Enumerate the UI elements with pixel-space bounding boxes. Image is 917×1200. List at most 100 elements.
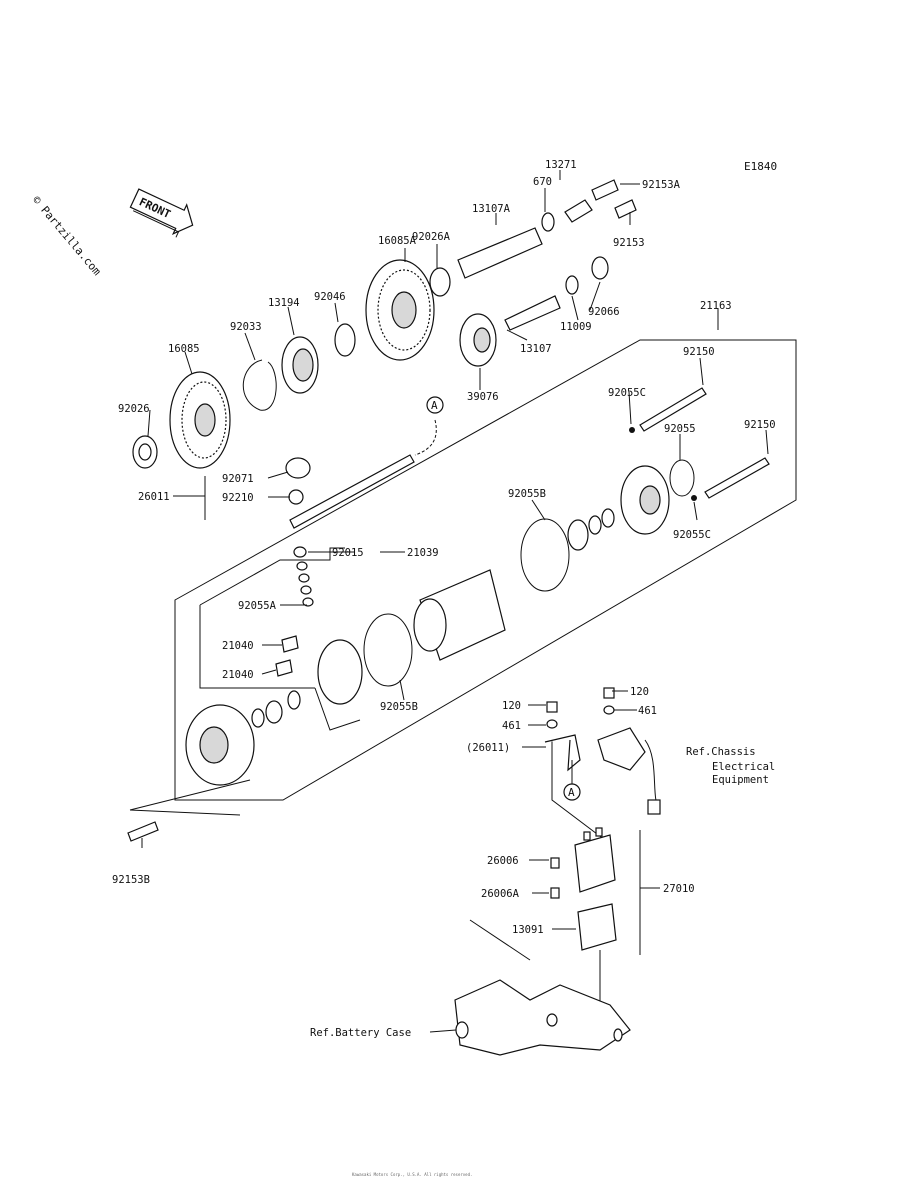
- relay-cover-13091: [577, 903, 617, 951]
- callout-39076[interactable]: 39076: [467, 391, 499, 403]
- callout-92071[interactable]: 92071: [222, 473, 254, 485]
- bearing-13194: [281, 336, 319, 394]
- gear-39076: [459, 313, 497, 367]
- callout-120-left[interactable]: 120: [502, 700, 521, 712]
- callout-26006[interactable]: 26006: [487, 855, 519, 867]
- callout-27010[interactable]: 27010: [663, 883, 695, 895]
- callout-120-right[interactable]: 120: [630, 686, 649, 698]
- starter-assembly-outline: [174, 339, 797, 801]
- shaft-13107: [504, 295, 561, 331]
- washers-end: [251, 690, 301, 728]
- front-arrow-icon: FRONT: [129, 188, 194, 238]
- ref-chassis-line1[interactable]: Ref.Chassis: [686, 746, 756, 758]
- callout-92153B[interactable]: 92153B: [112, 874, 150, 886]
- callout-21039[interactable]: 21039: [407, 547, 439, 559]
- callout-21040-lower[interactable]: 21040: [222, 669, 254, 681]
- starter-to-bolt-line: [129, 779, 251, 816]
- circlip-92033: [242, 359, 277, 411]
- brushes-21040: [275, 635, 299, 677]
- marker-a-bottom-label: A: [568, 786, 575, 799]
- watermark-text: © Partzilla.com: [30, 194, 104, 279]
- marker-a-top: [426, 396, 444, 414]
- callout-670[interactable]: 670: [533, 176, 552, 188]
- armature: [413, 569, 506, 661]
- callout-13194[interactable]: 13194: [268, 297, 300, 309]
- washers-92015: [293, 546, 314, 607]
- callout-92150-lower[interactable]: 92150: [744, 419, 776, 431]
- callout-92015[interactable]: 92015: [332, 547, 364, 559]
- callout-13091[interactable]: 13091: [512, 924, 544, 936]
- marker-a-top-label: A: [431, 399, 438, 412]
- electrical-box: [597, 727, 661, 815]
- gear-16085A: [365, 259, 435, 361]
- callout-92150-upper[interactable]: 92150: [683, 346, 715, 358]
- oring-92055B-lower: [363, 613, 413, 687]
- washer-92026A: [429, 267, 451, 297]
- callout-21040-upper[interactable]: 21040: [222, 640, 254, 652]
- diagram-code: E1840: [744, 160, 777, 173]
- ref-chassis-line2[interactable]: Electrical: [712, 761, 775, 773]
- callout-92210[interactable]: 92210: [222, 492, 254, 504]
- nut-92210: [288, 489, 304, 505]
- callout-13107[interactable]: 13107: [520, 343, 552, 355]
- callout-92055A[interactable]: 92055A: [238, 600, 277, 612]
- bolt-92150-upper: [639, 387, 707, 432]
- starter-relay-27010: [574, 827, 616, 893]
- fuse-26006A: [550, 887, 560, 899]
- callout-13271[interactable]: 13271: [545, 159, 577, 171]
- callout-92026A[interactable]: 92026A: [412, 231, 451, 243]
- callout-26011[interactable]: 26011: [138, 491, 170, 503]
- footer-copyright: Kawasaki Motors Corp., U.S.A. All rights…: [352, 1172, 472, 1177]
- bolt-92153B: [127, 821, 159, 842]
- callout-92055C-bottom[interactable]: 92055C: [673, 529, 711, 541]
- callout-461-right[interactable]: 461: [638, 705, 657, 717]
- shaft-13107A: [457, 227, 543, 279]
- plate-13271: [564, 199, 593, 223]
- callout-26006A[interactable]: 26006A: [481, 888, 520, 900]
- oring-92055C-top: [629, 427, 635, 433]
- ref-chassis-line3[interactable]: Equipment: [712, 774, 769, 786]
- callout-16085A[interactable]: 16085A: [378, 235, 417, 247]
- callout-461-left[interactable]: 461: [502, 720, 521, 732]
- oring-92055C-bottom: [691, 495, 697, 501]
- callout-26011-ref[interactable]: (26011): [466, 742, 510, 754]
- armature-shaft-26011: [289, 454, 415, 529]
- callout-92066[interactable]: 92066: [588, 306, 620, 318]
- bolt-92150-lower: [704, 457, 770, 499]
- callout-92026[interactable]: 92026: [118, 403, 150, 415]
- callout-92046[interactable]: 92046: [314, 291, 346, 303]
- callout-92055B-top[interactable]: 92055B: [508, 488, 546, 500]
- callout-92055[interactable]: 92055: [664, 423, 696, 435]
- oring-670: [541, 212, 555, 232]
- washer-11009: [565, 275, 579, 295]
- callout-92153[interactable]: 92153: [613, 237, 645, 249]
- callout-92055C-top[interactable]: 92055C: [608, 387, 646, 399]
- callout-92153A[interactable]: 92153A: [642, 179, 681, 191]
- callout-92033[interactable]: 92033: [230, 321, 262, 333]
- needle-bearing-92046: [334, 323, 356, 357]
- marker-a-bottom: [563, 783, 581, 801]
- bearing-seal: [567, 508, 615, 551]
- washer-92026: [132, 435, 158, 469]
- bolt-120-right: [603, 687, 615, 699]
- bracket-26011: [544, 734, 581, 772]
- washer-461-left: [546, 719, 558, 729]
- callout-16085[interactable]: 16085: [168, 343, 200, 355]
- bolt-120-left: [546, 701, 558, 713]
- callout-21163[interactable]: 21163: [700, 300, 732, 312]
- brush-holder-outline: [199, 547, 361, 731]
- callout-11009[interactable]: 11009: [560, 321, 592, 333]
- fuse-26006: [550, 857, 560, 869]
- brush-holder-21039: [317, 639, 363, 705]
- ref-battery-case[interactable]: Ref.Battery Case: [310, 1027, 411, 1039]
- callout-13107A[interactable]: 13107A: [472, 203, 511, 215]
- end-cover: [185, 704, 255, 786]
- gear-16085: [169, 371, 231, 469]
- relay-area-outline: [469, 740, 641, 1010]
- bolt-92153: [614, 199, 637, 219]
- cap-92071: [285, 457, 311, 479]
- nut-92066: [591, 256, 609, 280]
- callout-92055B-bottom[interactable]: 92055B: [380, 701, 418, 713]
- front-cover: [620, 465, 670, 535]
